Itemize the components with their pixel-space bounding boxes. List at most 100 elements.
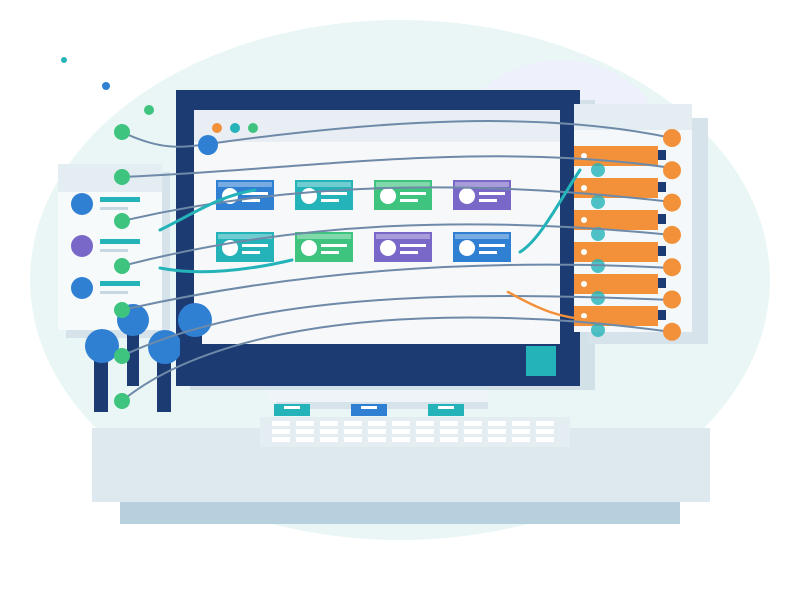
keyboard-key[interactable] bbox=[368, 421, 386, 426]
keyboard-key[interactable] bbox=[344, 429, 362, 434]
connector-node-icon[interactable] bbox=[114, 169, 130, 185]
dashboard-card[interactable] bbox=[295, 232, 353, 262]
server-led-icon bbox=[581, 281, 587, 287]
keyboard-key[interactable] bbox=[488, 437, 506, 442]
keyboard-key[interactable] bbox=[512, 437, 530, 442]
connector-node-icon[interactable] bbox=[114, 393, 130, 409]
floating-dot bbox=[61, 57, 67, 63]
keyboard-key[interactable] bbox=[368, 437, 386, 442]
endpoint-node-icon[interactable] bbox=[663, 193, 681, 212]
keyboard-key[interactable] bbox=[320, 437, 338, 442]
keyboard-key[interactable] bbox=[464, 429, 482, 434]
keyboard-key[interactable] bbox=[464, 437, 482, 442]
keyboard-key[interactable] bbox=[344, 421, 362, 426]
keyboard-key[interactable] bbox=[440, 421, 458, 426]
connector-node-icon[interactable] bbox=[114, 302, 130, 318]
bottom-tab[interactable] bbox=[428, 404, 464, 416]
keyboard-key[interactable] bbox=[416, 429, 434, 434]
server-module-body bbox=[574, 146, 658, 166]
connector-node-icon[interactable] bbox=[114, 348, 130, 364]
server-port bbox=[658, 182, 666, 192]
keyboard-key[interactable] bbox=[392, 437, 410, 442]
bottom-tab[interactable] bbox=[274, 404, 310, 416]
endpoint-node-icon[interactable] bbox=[663, 129, 681, 147]
endpoint-node-icon[interactable] bbox=[663, 290, 681, 309]
server-status-icon bbox=[591, 227, 605, 241]
server-module-body bbox=[574, 210, 658, 230]
hub-node-icon[interactable] bbox=[198, 135, 218, 155]
server-status-icon bbox=[591, 323, 605, 337]
keyboard-key[interactable] bbox=[296, 429, 314, 434]
user-avatar-icon[interactable] bbox=[178, 303, 212, 337]
keyboard-key[interactable] bbox=[320, 421, 338, 426]
keyboard-key[interactable] bbox=[440, 429, 458, 434]
connector-node-icon[interactable] bbox=[114, 213, 130, 229]
bottom-tab[interactable] bbox=[351, 404, 387, 416]
server-module[interactable] bbox=[574, 178, 666, 209]
server-led-icon bbox=[581, 185, 587, 191]
dashboard-card-topbar bbox=[297, 234, 351, 239]
keyboard-key[interactable] bbox=[320, 429, 338, 434]
keyboard-key[interactable] bbox=[512, 421, 530, 426]
keyboard-key[interactable] bbox=[416, 421, 434, 426]
profile-list-item[interactable] bbox=[71, 277, 140, 299]
bottom-tab-body bbox=[274, 404, 310, 416]
connector-node-icon[interactable] bbox=[114, 258, 130, 274]
keyboard-key[interactable] bbox=[344, 437, 362, 442]
keyboard-key[interactable] bbox=[464, 421, 482, 426]
dashboard-card[interactable] bbox=[216, 180, 274, 210]
dashboard-card[interactable] bbox=[374, 180, 432, 210]
endpoint-node-icon[interactable] bbox=[663, 225, 681, 244]
keyboard-key[interactable] bbox=[392, 429, 410, 434]
server-module[interactable] bbox=[574, 274, 666, 305]
server-module[interactable] bbox=[574, 210, 666, 241]
profile-avatar-icon bbox=[71, 235, 93, 257]
endpoint-node-icon[interactable] bbox=[663, 161, 681, 180]
dashboard-card[interactable] bbox=[374, 232, 432, 262]
keyboard-key[interactable] bbox=[512, 429, 530, 434]
dashboard-card-topbar bbox=[455, 182, 509, 187]
keyboard-key[interactable] bbox=[272, 421, 290, 426]
monitor-corner-badge[interactable] bbox=[526, 346, 556, 376]
server-led-icon bbox=[581, 249, 587, 255]
dashboard-card[interactable] bbox=[295, 180, 353, 210]
browser-dot-icon[interactable] bbox=[230, 123, 240, 133]
keyboard-key[interactable] bbox=[368, 429, 386, 434]
dashboard-card[interactable] bbox=[453, 180, 511, 210]
user-figure-body bbox=[94, 358, 108, 412]
floating-dot bbox=[144, 105, 154, 115]
server-port bbox=[658, 214, 666, 224]
keyboard-key[interactable] bbox=[488, 429, 506, 434]
server-module[interactable] bbox=[574, 146, 666, 177]
profile-list-item[interactable] bbox=[71, 193, 140, 215]
keyboard-key[interactable] bbox=[392, 421, 410, 426]
card-text-line bbox=[400, 244, 426, 247]
connection-wire bbox=[207, 120, 673, 145]
card-text-line bbox=[242, 244, 268, 247]
server-module-body bbox=[574, 178, 658, 198]
card-avatar-icon bbox=[380, 188, 396, 204]
profile-list-item[interactable] bbox=[71, 235, 140, 257]
keyboard-key[interactable] bbox=[488, 421, 506, 426]
card-text-line bbox=[321, 192, 347, 195]
server-led-icon bbox=[581, 153, 587, 159]
browser-dot-icon[interactable] bbox=[212, 123, 222, 133]
keyboard-key[interactable] bbox=[536, 429, 554, 434]
keyboard-key[interactable] bbox=[272, 429, 290, 434]
keyboard-key[interactable] bbox=[536, 421, 554, 426]
dashboard-card[interactable] bbox=[216, 232, 274, 262]
endpoint-node-icon[interactable] bbox=[663, 322, 681, 341]
dashboard-card[interactable] bbox=[453, 232, 511, 262]
connector-node-icon[interactable] bbox=[114, 124, 130, 140]
keyboard-key[interactable] bbox=[272, 437, 290, 442]
server-module[interactable] bbox=[574, 306, 666, 337]
keyboard-key[interactable] bbox=[416, 437, 434, 442]
keyboard-key[interactable] bbox=[440, 437, 458, 442]
keyboard-key[interactable] bbox=[536, 437, 554, 442]
keyboard-key[interactable] bbox=[296, 437, 314, 442]
browser-dot-icon[interactable] bbox=[248, 123, 258, 133]
user-avatar-icon[interactable] bbox=[148, 330, 182, 364]
user-avatar-icon[interactable] bbox=[85, 329, 119, 363]
endpoint-node-icon[interactable] bbox=[663, 258, 681, 277]
keyboard-key[interactable] bbox=[296, 421, 314, 426]
